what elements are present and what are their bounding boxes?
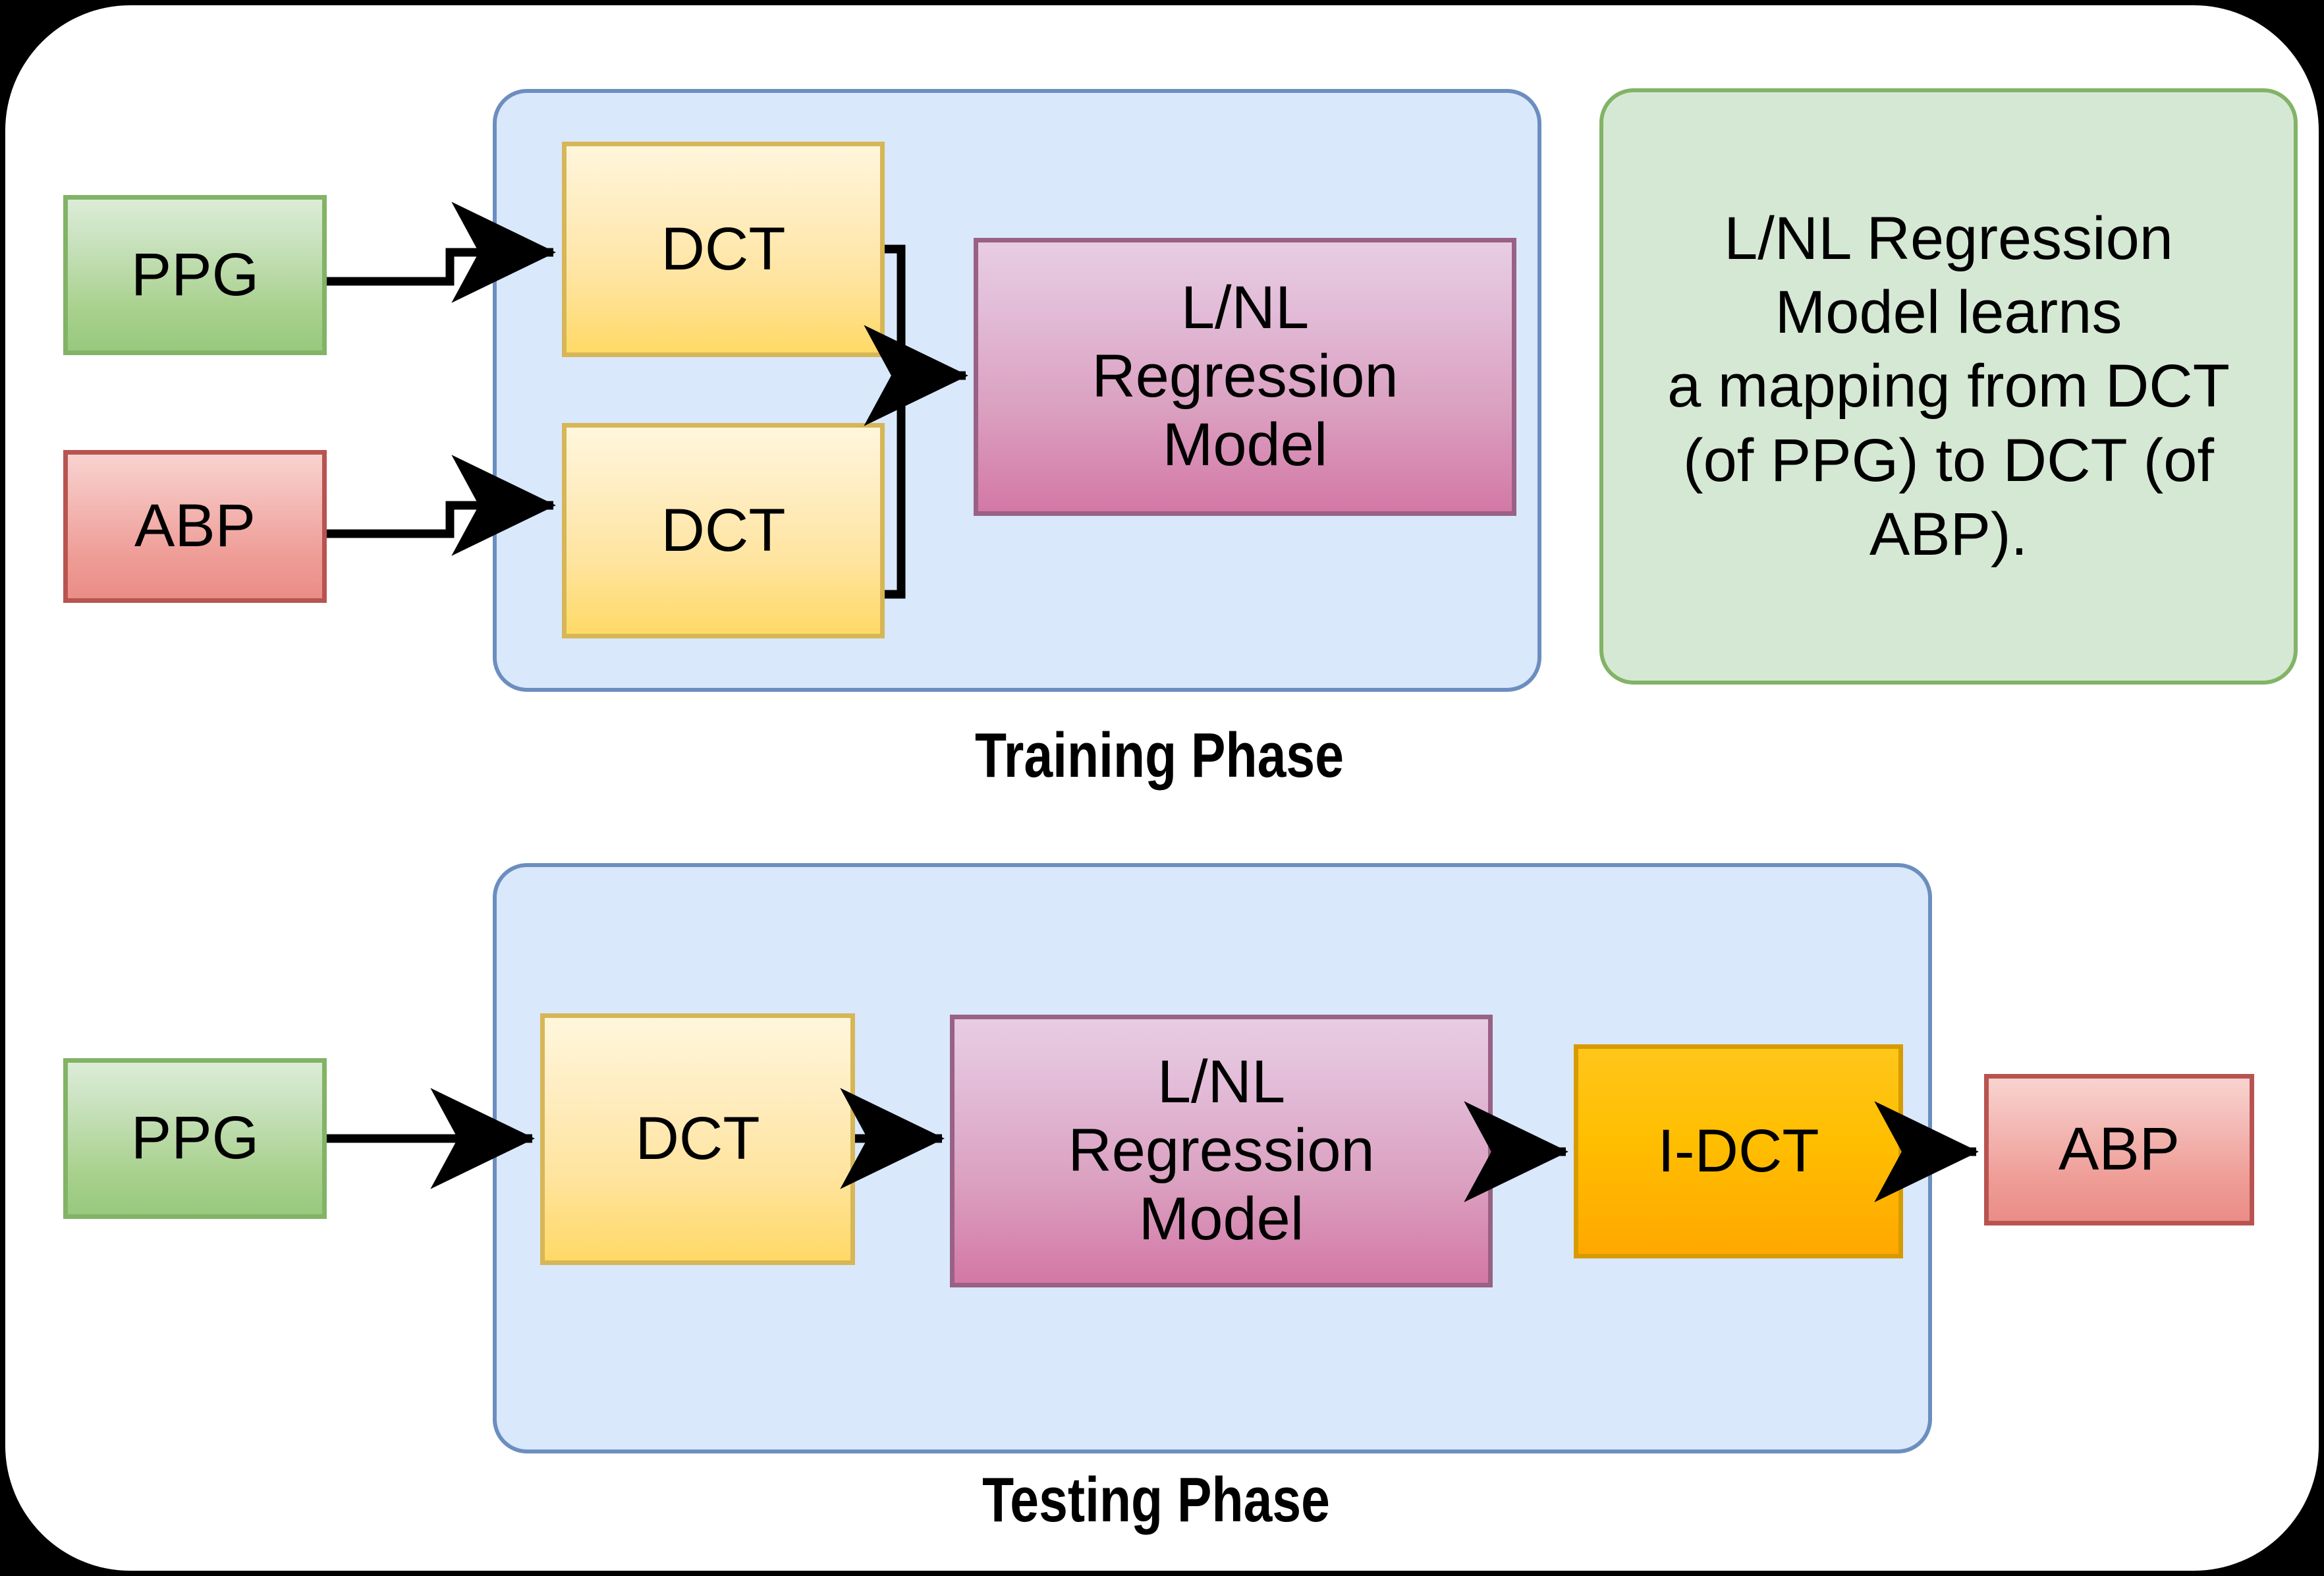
- testing-output-abp[interactable]: ABP: [1984, 1074, 2254, 1225]
- testing-input-ppg[interactable]: PPG: [63, 1058, 327, 1219]
- testing-input-ppg-label: PPG: [130, 1104, 260, 1172]
- testing-regression-model[interactable]: L/NL Regression Model: [950, 1015, 1493, 1287]
- training-dct-ppg-label: DCT: [661, 215, 786, 283]
- training-dct-abp-label: DCT: [661, 496, 786, 564]
- training-input-ppg-label: PPG: [130, 240, 260, 308]
- note-line-5: ABP).: [1869, 500, 2028, 568]
- training-regression-model-line1: L/NL: [1180, 274, 1310, 342]
- testing-regression-model-line1: L/NL: [1157, 1048, 1286, 1116]
- training-phase-caption: Training Phase: [975, 720, 1344, 791]
- explanation-note: L/NL Regression Model learns a mapping f…: [1599, 88, 2298, 685]
- testing-dct[interactable]: DCT: [540, 1013, 855, 1265]
- training-dct-abp[interactable]: DCT: [562, 423, 885, 638]
- training-regression-model-line2: Regression: [1092, 343, 1398, 410]
- training-input-abp[interactable]: ABP: [63, 450, 327, 603]
- training-dct-ppg[interactable]: DCT: [562, 142, 885, 357]
- testing-phase-caption: Testing Phase: [982, 1465, 1330, 1535]
- testing-regression-model-line2: Regression: [1068, 1117, 1375, 1185]
- training-regression-model-line3: Model: [1162, 410, 1328, 478]
- note-line-1: L/NL Regression: [1724, 204, 2173, 272]
- note-line-2: Model learns: [1775, 279, 2122, 347]
- testing-output-abp-label: ABP: [2058, 1115, 2180, 1183]
- training-regression-model[interactable]: L/NL Regression Model: [974, 238, 1516, 516]
- testing-dct-label: DCT: [635, 1105, 760, 1173]
- testing-regression-model-line3: Model: [1138, 1185, 1304, 1252]
- testing-inverse-dct[interactable]: I-DCT: [1574, 1044, 1903, 1258]
- training-input-abp-label: ABP: [134, 492, 256, 560]
- testing-inverse-dct-label: I-DCT: [1657, 1117, 1819, 1185]
- training-input-ppg[interactable]: PPG: [63, 195, 327, 355]
- note-line-3: a mapping from DCT: [1667, 352, 2230, 420]
- note-line-4: (of PPG) to DCT (of: [1682, 426, 2215, 494]
